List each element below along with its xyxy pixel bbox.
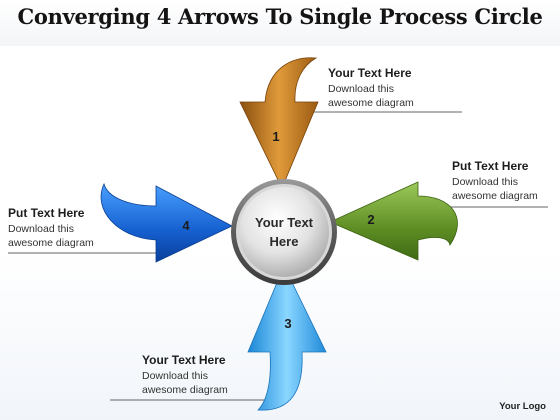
title-band: [0, 0, 560, 46]
text-block-heading: Put Text Here: [452, 159, 529, 173]
center-circle: [239, 187, 329, 277]
text-block-line: Download this: [452, 176, 518, 188]
text-block-line: Download this: [328, 83, 394, 95]
text-block-right: Put Text Here Download this awesome diag…: [452, 159, 538, 203]
arrow-3-cyan: [247, 265, 327, 411]
text-block-line: awesome diagram: [142, 384, 228, 396]
text-block-body: Download this awesome diagram: [328, 82, 414, 110]
arrow-1-orange: [239, 57, 319, 189]
text-block-line: Download this: [142, 370, 208, 382]
center-label: Your Text Here: [236, 213, 332, 251]
text-block-bottom: Your Text Here Download this awesome dia…: [142, 353, 228, 397]
page-title: Converging 4 Arrows To Single Process Ci…: [17, 4, 543, 29]
text-block-line: Download this: [8, 223, 74, 235]
arrow-4-number: 4: [182, 218, 190, 233]
text-block-heading: Your Text Here: [142, 353, 226, 367]
text-block-heading: Your Text Here: [328, 66, 412, 80]
center-label-line2: Here: [269, 234, 299, 249]
text-block-line: awesome diagram: [8, 237, 94, 249]
arrow-3-number: 3: [284, 316, 292, 331]
text-block-line: awesome diagram: [328, 97, 414, 109]
arrow-4-blue: [100, 182, 233, 263]
text-block-heading: Put Text Here: [8, 206, 85, 220]
arrow-1-number: 1: [272, 129, 280, 144]
arrow-2-green: [329, 181, 458, 261]
text-block-top-right: Your Text Here Download this awesome dia…: [328, 66, 414, 110]
text-block-body: Download this awesome diagram: [142, 369, 228, 397]
logo-text: Your Logo: [499, 401, 546, 412]
text-block-body: Download this awesome diagram: [8, 222, 94, 250]
center-label-line1: Your Text: [254, 215, 314, 230]
text-block-body: Download this awesome diagram: [452, 175, 538, 203]
arrow-2-number: 2: [367, 212, 375, 227]
text-block-left: Put Text Here Download this awesome diag…: [8, 206, 94, 250]
text-block-line: awesome diagram: [452, 190, 538, 202]
